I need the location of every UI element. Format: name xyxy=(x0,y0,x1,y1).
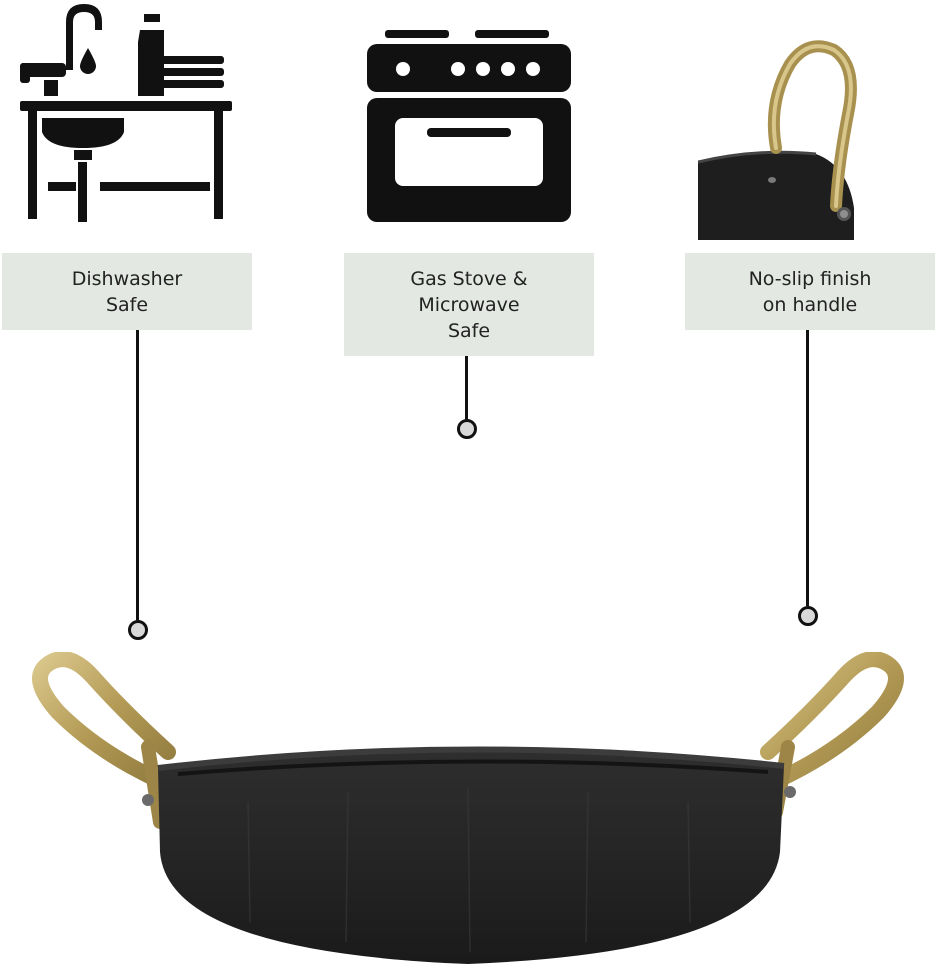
connector-line-handle xyxy=(806,330,809,606)
sink-dishes-icon xyxy=(20,4,232,222)
label-line: Safe xyxy=(447,319,491,342)
handle-closeup-photo xyxy=(698,40,857,240)
label-line: Microwave xyxy=(418,293,520,316)
label-line: Gas Stove & xyxy=(410,267,528,290)
connector-dot-dishwasher xyxy=(128,620,148,640)
label-line: Safe xyxy=(105,293,149,316)
feature-label-handle: No-slip finish on handle xyxy=(685,253,935,330)
connector-dot-gas-stove xyxy=(457,419,477,439)
stove-oven-icon xyxy=(367,30,571,222)
label-line: No-slip finish xyxy=(748,267,872,290)
feature-label-gas-stove: Gas Stove & Microwave Safe xyxy=(344,253,594,356)
feature-label-dishwasher: Dishwasher Safe xyxy=(2,253,252,330)
kadai-pan-photo xyxy=(32,652,904,964)
connector-line-gas-stove xyxy=(465,356,468,419)
connector-dot-handle xyxy=(798,606,818,626)
label-line: on handle xyxy=(762,293,858,316)
label-line: Dishwasher xyxy=(71,267,183,290)
connector-line-dishwasher xyxy=(136,330,139,620)
